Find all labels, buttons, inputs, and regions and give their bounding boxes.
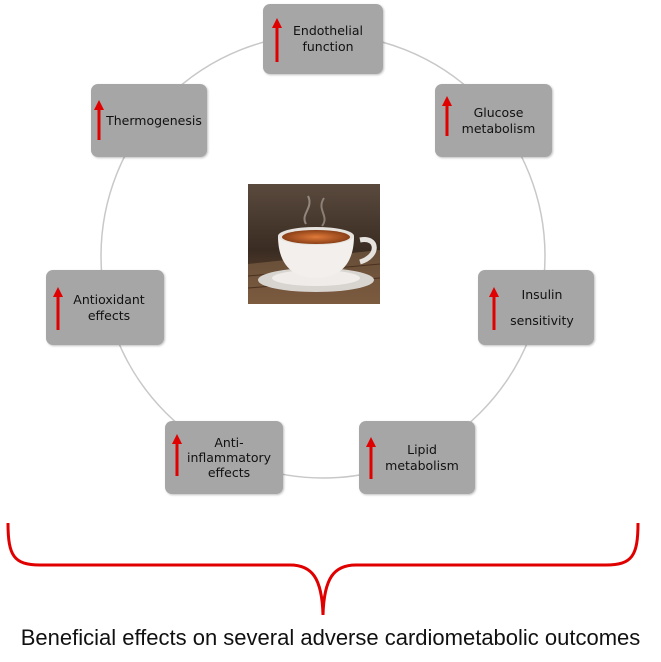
up-arrow-icon bbox=[53, 287, 63, 330]
up-arrow-icon bbox=[172, 434, 182, 476]
up-arrow-icon bbox=[442, 96, 452, 136]
effect-antioxidant: Antioxidant effects bbox=[46, 270, 164, 345]
effect-lipid-metabolism: Lipid metabolism bbox=[359, 421, 475, 494]
effect-label: Thermogenesis bbox=[106, 112, 202, 128]
grouping-brace bbox=[6, 522, 640, 616]
outcomes-caption: Beneficial effects on several adverse ca… bbox=[20, 625, 641, 650]
effect-label: Anti- inflammatory effects bbox=[186, 435, 272, 480]
effect-anti-inflammatory: Anti- inflammatory effects bbox=[165, 421, 283, 494]
up-arrow-icon bbox=[366, 437, 376, 479]
effect-label: Insulin sensitivity bbox=[510, 287, 574, 328]
effect-label: Endothelial function bbox=[293, 23, 363, 54]
coffee-cup-image bbox=[248, 184, 380, 304]
effect-endothelial-function: Endothelial function bbox=[263, 4, 383, 74]
up-arrow-icon bbox=[489, 287, 499, 330]
effect-label: Glucose metabolism bbox=[461, 104, 536, 136]
effect-insulin-sensitivity: Insulin sensitivity bbox=[478, 270, 594, 345]
effect-label: Antioxidant effects bbox=[73, 291, 145, 323]
effect-thermogenesis: Thermogenesis bbox=[91, 84, 207, 157]
up-arrow-icon bbox=[272, 18, 282, 62]
up-arrow-icon bbox=[94, 100, 104, 140]
effect-label: Lipid metabolism bbox=[385, 441, 459, 473]
effect-glucose-metabolism: Glucose metabolism bbox=[435, 84, 552, 157]
